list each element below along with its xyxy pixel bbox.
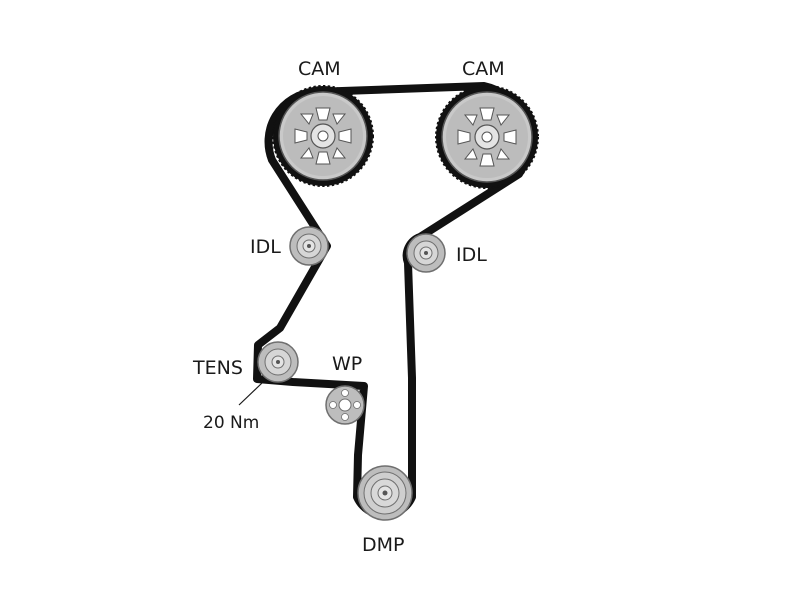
idler-pulley-right [406,233,446,273]
tensioner-pulley [257,341,299,383]
cam-sprocket-left [272,85,374,187]
label-cam-left: CAM [298,58,341,80]
label-idl-right: IDL [456,244,487,266]
label-cam-right: CAM [462,58,505,80]
cam-sprocket-right [435,85,539,189]
label-torque: 20 Nm [203,413,259,433]
water-pump-pulley [325,385,365,425]
label-dmp: DMP [362,534,404,556]
damper-pulley [357,465,413,521]
torque-leader-line [238,382,263,406]
label-idl-left: IDL [250,236,281,258]
label-tens: TENS [192,357,243,379]
idler-pulley-left [289,226,329,266]
label-wp: WP [332,353,362,375]
